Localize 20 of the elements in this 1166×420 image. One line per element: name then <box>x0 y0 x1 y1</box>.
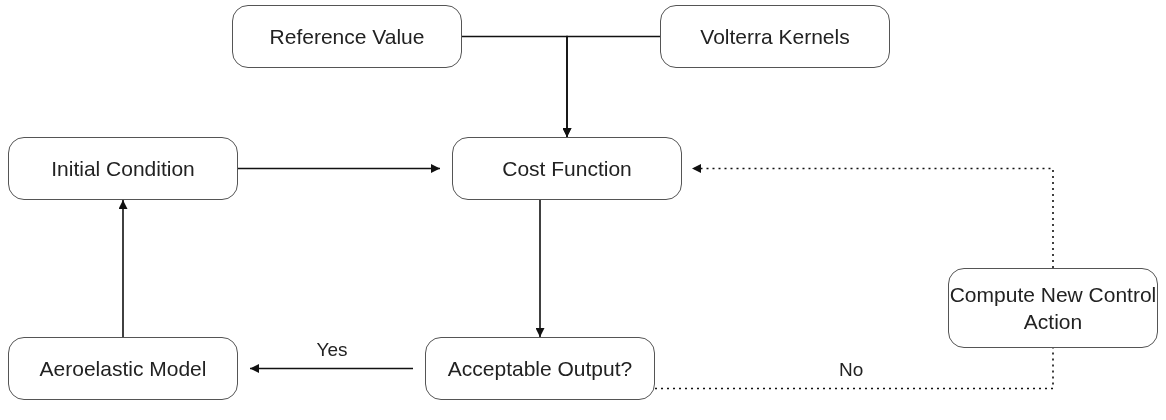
node-label: Reference Value <box>269 23 425 50</box>
arrow <box>237 164 441 173</box>
process-box <box>232 5 462 68</box>
node-label: Volterra Kernels <box>700 23 850 50</box>
node-label: Acceptable Output? <box>447 355 633 382</box>
arrow <box>691 164 1054 269</box>
node-label: Cost Function <box>502 155 632 182</box>
process-box <box>8 337 238 400</box>
arrow <box>249 364 414 373</box>
node-label: Initial Condition <box>51 155 195 182</box>
process-box <box>948 268 1158 348</box>
process-box <box>452 137 682 200</box>
arrow <box>535 199 545 338</box>
node-label: Compute New Control Action <box>949 281 1157 335</box>
arrow <box>562 35 661 138</box>
process-box <box>425 337 655 400</box>
process-box <box>8 137 238 200</box>
process-box <box>660 5 890 68</box>
arrow <box>118 199 128 338</box>
node-label: Aeroelastic Model <box>39 355 207 382</box>
